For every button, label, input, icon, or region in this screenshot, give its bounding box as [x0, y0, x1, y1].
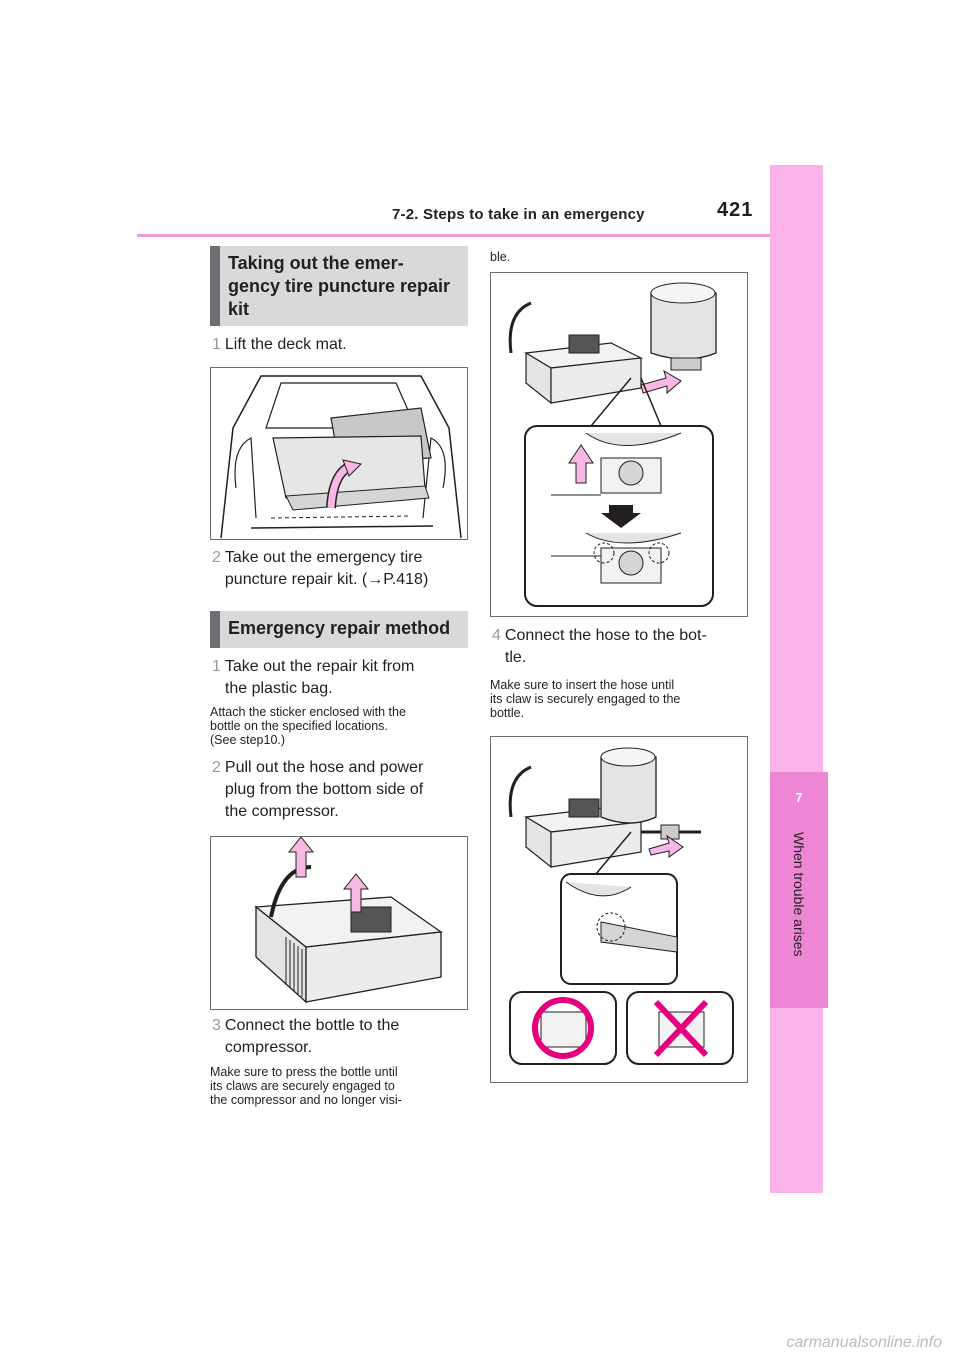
chapter-title-vertical: When trouble arises	[787, 832, 811, 972]
step-number: 4	[492, 627, 501, 644]
correct-mark-icon	[532, 997, 594, 1059]
section-title: 7-2. Steps to take in an emergency	[392, 206, 645, 223]
chapter-tab-highlight	[770, 772, 828, 1008]
section-heading-emergency-repair: Emergency repair method	[210, 611, 468, 648]
step-text: Connect the bottle to the compressor.	[224, 1017, 400, 1056]
chapter-side-tab	[770, 165, 823, 1193]
compressor-illustration	[254, 836, 443, 1004]
page-number: 421	[717, 199, 754, 221]
step-number: 3	[212, 1017, 221, 1034]
repair-step-3-note: Make sure to press the bottle until its …	[210, 1065, 402, 1107]
hose-connection-illustration	[508, 747, 734, 1065]
step-text: Take out the emergency tire puncture rep…	[224, 549, 429, 588]
bottle-connection-illustration	[508, 282, 717, 607]
step-number: 2	[212, 549, 221, 566]
chapter-number: 7	[795, 790, 803, 805]
step-text: Pull out the hose and power plug from th…	[224, 759, 424, 820]
step-number: 2	[212, 759, 221, 776]
figure-deck-mat	[210, 367, 468, 540]
repair-step-3-note-continued: ble.	[490, 250, 511, 264]
figure-bottle-to-compressor	[490, 272, 748, 617]
step-number: 1	[212, 658, 221, 675]
figure-compressor-hose	[210, 836, 468, 1010]
watermark: carmanualsonline.info	[786, 1334, 942, 1351]
cargo-area-illustration	[220, 375, 462, 539]
header-rule	[137, 234, 770, 237]
repair-step-1-note: Attach the sticker enclosed with the bot…	[210, 705, 406, 747]
step-text: Take out the repair kit from the plastic…	[224, 658, 415, 697]
section-heading-taking-out: Taking out the emer- gency tire puncture…	[210, 246, 468, 326]
figure-hose-to-bottle	[490, 736, 748, 1083]
step-text: Lift the deck mat.	[224, 336, 347, 353]
repair-step-4-note: Make sure to insert the hose until its c…	[490, 678, 681, 720]
step-number: 1	[212, 336, 221, 353]
step-text: Connect the hose to the bot- tle.	[504, 627, 707, 666]
chapter-title: When trouble arises	[791, 832, 807, 957]
